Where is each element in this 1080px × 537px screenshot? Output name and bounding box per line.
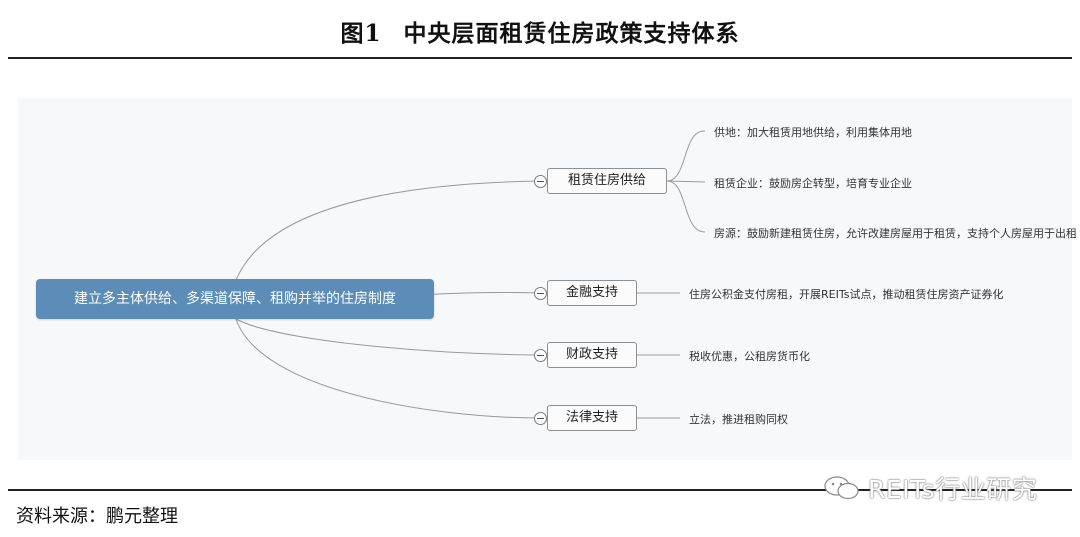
connector-supply-leaf2 xyxy=(666,180,706,183)
connector-root-legal xyxy=(235,318,541,419)
connector-root-fiscal xyxy=(235,318,541,356)
branch-node-fiscal-support: 财政支持 xyxy=(547,342,637,368)
collapse-toggle-icon[interactable] xyxy=(534,412,547,425)
leaf-rental-enterprises: 租赁企业：鼓励房企转型，培育专业企业 xyxy=(714,177,912,190)
collapse-toggle-icon[interactable] xyxy=(534,349,547,362)
mindmap-root-node: 建立多主体供给、多渠道保障、租购并举的住房制度 xyxy=(36,279,434,319)
branch-node-legal-support: 法律支持 xyxy=(547,405,637,431)
branch-node-rental-supply: 租赁住房供给 xyxy=(547,168,667,194)
leaf-legal-measures: 立法，推进租购同权 xyxy=(689,413,788,426)
leaf-land-supply: 供地：加大租赁用地供给，利用集体用地 xyxy=(714,126,912,139)
bottom-rule xyxy=(8,489,1072,491)
connector-root-finance xyxy=(419,291,541,296)
leaf-fiscal-measures: 税收优惠，公租房货币化 xyxy=(689,350,810,363)
leaf-housing-sources: 房源：鼓励新建租赁住房，允许改建房屋用于租赁，支持个人房屋用于出租 xyxy=(714,227,1076,240)
figure-title: 图1 中央层面租赁住房政策支持体系 xyxy=(0,14,1080,48)
watermark-text: REITs行业研究 xyxy=(868,475,1038,504)
source-note: 资料来源：鹏元整理 xyxy=(16,506,178,527)
connector-root-supply xyxy=(235,180,541,281)
watermark: REITs行业研究 xyxy=(822,470,1037,506)
connector-supply-leaf3 xyxy=(666,180,706,233)
figure-number: 图1 xyxy=(340,20,382,47)
collapse-toggle-icon[interactable] xyxy=(534,175,547,188)
connector-supply-leaf1 xyxy=(666,130,706,182)
figure-title-text: 中央层面租赁住房政策支持体系 xyxy=(403,20,740,47)
branch-node-financial-support: 金融支持 xyxy=(547,280,637,306)
collapse-toggle-icon[interactable] xyxy=(534,287,547,300)
top-rule xyxy=(8,57,1072,59)
leaf-financial-measures: 住房公积金支付房租，开展REITs试点，推动租赁住房资产证券化 xyxy=(689,288,1004,301)
wechat-icon xyxy=(824,476,859,500)
